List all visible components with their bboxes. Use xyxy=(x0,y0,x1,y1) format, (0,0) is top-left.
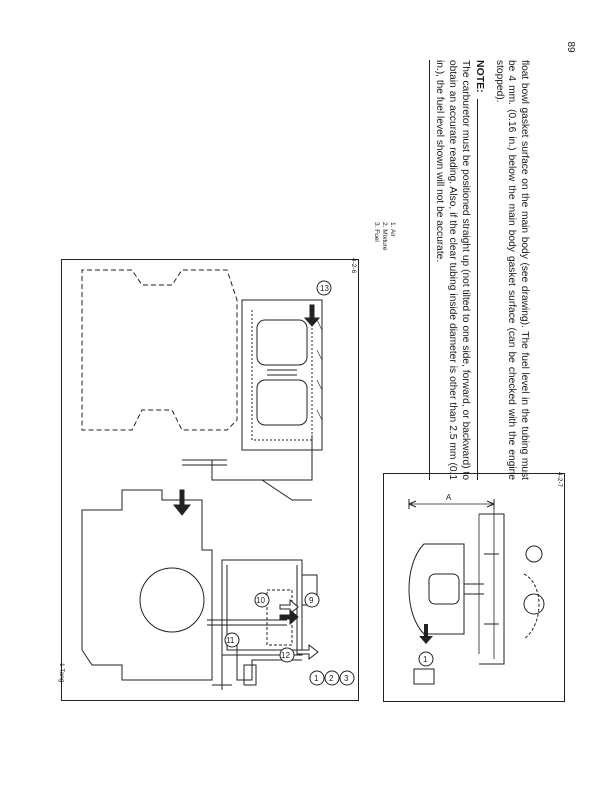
legend-item-air: 1. Air xyxy=(389,222,396,237)
svg-text:11: 11 xyxy=(226,636,235,645)
svg-text:2: 2 xyxy=(329,674,334,683)
body-text-column: float bowl gasket surface on the main bo… xyxy=(420,60,530,480)
svg-text:1: 1 xyxy=(423,655,428,664)
figure-float-level: 1 A 4-2-7 xyxy=(383,472,565,702)
legend-item-fuel: 3. Fuel xyxy=(373,222,380,242)
figure-caption-tang: 1 Tang xyxy=(58,663,65,683)
callout-11: 11 xyxy=(224,632,240,648)
callout-13: 13 xyxy=(316,280,332,296)
callout-2: 2 xyxy=(324,670,340,686)
figure-carburetor-cutaway: 13 1 2 3 9 10 xyxy=(61,258,359,701)
note-heading-row: NOTE: xyxy=(474,60,487,480)
figure-legend: 1. Air 2. Mixture 3. Fuel xyxy=(356,222,396,282)
svg-text:3: 3 xyxy=(344,674,349,683)
callout-9: 9 xyxy=(304,592,320,608)
callout-tang: 1 xyxy=(418,651,434,667)
float-level-drawing: 1 A xyxy=(408,493,545,685)
figure-label-426: 4-2-6 xyxy=(350,258,357,274)
legend-item-mixture: 2. Mixture xyxy=(381,222,388,251)
callout-1: 1 xyxy=(309,670,325,686)
carburetor-drawing: 13 1 2 3 9 10 xyxy=(81,269,355,690)
callout-3: 3 xyxy=(339,670,355,686)
figure-label-427: 4-2-7 xyxy=(556,472,563,488)
note-rule xyxy=(477,98,479,480)
body-paragraph: float bowl gasket surface on the main bo… xyxy=(493,60,530,480)
page-number: 89 xyxy=(565,41,576,53)
svg-text:1: 1 xyxy=(314,674,319,683)
callout-10: 10 xyxy=(254,592,270,608)
note-end-rule xyxy=(428,60,430,480)
callout-12: 12 xyxy=(279,647,295,663)
svg-text:13: 13 xyxy=(320,284,329,293)
note-heading: NOTE: xyxy=(474,60,487,93)
dimension-a-label: A xyxy=(446,493,452,502)
svg-text:9: 9 xyxy=(309,596,314,605)
note-text: The carburetor must be positioned straig… xyxy=(434,60,471,480)
svg-text:12: 12 xyxy=(281,651,290,660)
svg-text:10: 10 xyxy=(256,596,265,605)
